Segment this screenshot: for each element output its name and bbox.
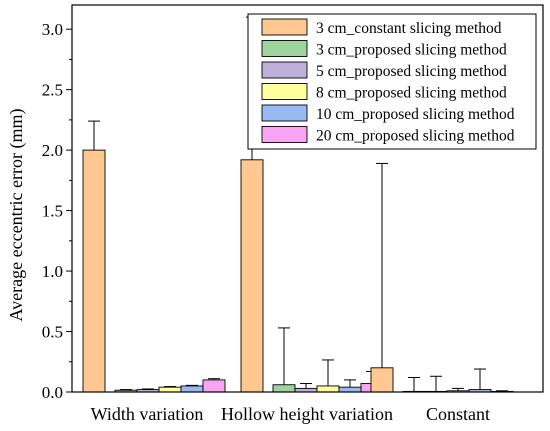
y-tick-label-1: 0.0 — [42, 383, 63, 402]
bars-layer — [82, 16, 514, 393]
bar-5-2 — [338, 386, 362, 393]
bar-6-1 — [202, 379, 226, 393]
legend-swatch-3 — [261, 61, 308, 79]
bar-5-1 — [180, 385, 204, 393]
y-tick-label-7: 3.0 — [42, 20, 63, 39]
plot-frame — [71, 4, 544, 393]
x-tick-label-3: Constant — [426, 404, 490, 424]
legend-label-3: 5 cm_proposed slicing method — [316, 63, 507, 80]
legend-swatch-4 — [261, 83, 308, 100]
bar-1-3 — [370, 367, 394, 393]
bar-1-2 — [240, 159, 264, 393]
legend-swatch-1 — [261, 18, 308, 36]
legend-label-5: 10 cm_proposed slicing method — [316, 106, 515, 123]
legend-label-1: 3 cm_constant slicing method — [316, 20, 502, 37]
legend-swatch-6 — [261, 126, 308, 143]
bar-4-2 — [316, 385, 340, 393]
y-tick-label-4: 1.5 — [42, 202, 63, 221]
legend-label-6: 20 cm_proposed slicing method — [316, 128, 515, 145]
y-tick-label-3: 1.0 — [42, 262, 63, 281]
bar-1-1 — [82, 149, 106, 393]
legend-label-4: 8 cm_proposed slicing method — [316, 85, 507, 102]
legend-label-2: 3 cm_proposed slicing method — [316, 42, 507, 59]
y-axis-title: Average eccentric error (mm) — [6, 108, 27, 321]
y-tick-label-2: 0.5 — [42, 323, 63, 342]
legend: 3 cm_constant slicing method 3 cm_propose… — [247, 13, 537, 150]
x-tick-label-1: Width variation — [91, 404, 204, 424]
legend-swatch-2 — [261, 40, 308, 57]
y-tick-label-6: 2.5 — [42, 81, 63, 100]
x-tick-label-2: Hollow height variation — [221, 404, 393, 424]
bar-4-1 — [158, 386, 182, 393]
bar-2-2 — [272, 384, 296, 393]
legend-swatch-5 — [261, 104, 308, 122]
y-tick-label-5: 2.0 — [42, 141, 63, 160]
